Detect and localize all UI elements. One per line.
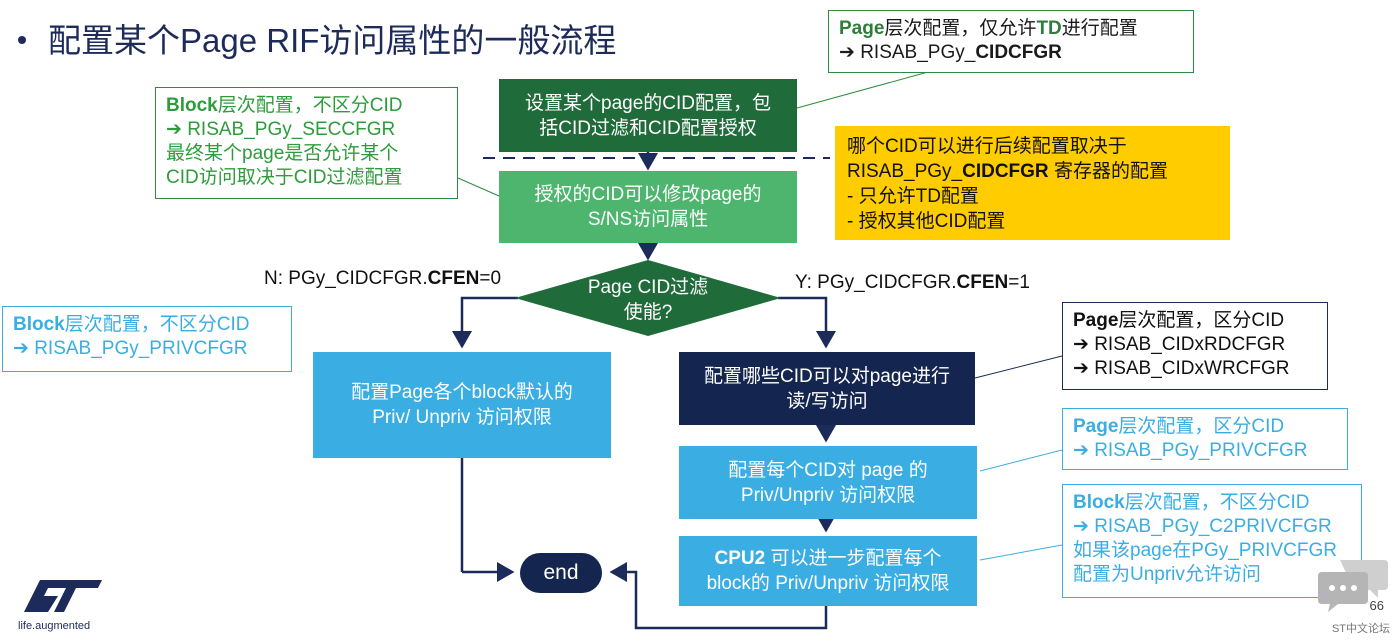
callout-line-dark xyxy=(974,355,1063,379)
decision-diamond xyxy=(515,260,781,336)
arrow-right3-end xyxy=(609,562,828,630)
end-node: end xyxy=(520,553,602,593)
callout-line-blue2 xyxy=(979,544,1063,561)
page-number: 66 xyxy=(1369,598,1384,613)
decision-label: Page CID过滤使能? xyxy=(587,277,709,323)
page-title: 配置某个Page RIF访问属性的一般流程 xyxy=(18,14,616,62)
tagline: life.augmented xyxy=(18,620,91,632)
forum-watermark: ST中文论坛 xyxy=(1331,623,1390,635)
note-cidcfgr-yellow: 哪个CID可以进行后续配置取决于 RISAB_PGy_CIDCFGR 寄存器的配… xyxy=(835,126,1230,240)
note-page-privcfgr: Page层次配置，区分CID ➔ RISAB_PGy_PRIVCFGR xyxy=(1062,408,1348,470)
note-block-c2privcfgr: Block层次配置，不区分CID ➔ RISAB_PGy_C2PRIVCFGR … xyxy=(1062,484,1362,598)
arrow-decision-right xyxy=(778,296,836,349)
forum-chat-icon xyxy=(1318,560,1388,612)
note-block-privcfgr: Block层次配置，不区分CID ➔ RISAB_PGy_PRIVCFGR xyxy=(2,306,292,372)
callout-line-topright xyxy=(796,71,929,109)
branch-yes-label: Y: PGy_CIDCFGR.CFEN=1 xyxy=(795,272,1030,293)
callout-line-blue1 xyxy=(979,449,1063,472)
note-page-td-config: Page层次配置，仅允许TD进行配置 ➔ RISAB_PGy_CIDCFGR xyxy=(828,10,1194,73)
st-logo-icon xyxy=(24,580,102,612)
note-block-seccfgr: Block层次配置，不区分CID ➔ RISAB_PGy_SECCFGR 最终某… xyxy=(155,87,458,199)
branch-no-label: N: PGy_CIDCFGR.CFEN=0 xyxy=(264,268,502,289)
step1-box: 设置某个page的CID配置，包括CID过滤和CID配置授权 xyxy=(499,79,797,152)
note-page-rdwr-cfgr: Page层次配置，区分CID ➔ RISAB_CIDxRDCFGR ➔ RISA… xyxy=(1062,302,1328,390)
bullet-icon xyxy=(18,36,26,45)
arrow-decision-left xyxy=(452,296,518,349)
right-cid-rw-box: 配置哪些CID可以对page进行读/写访问 xyxy=(679,352,975,425)
callout-line-greenleft xyxy=(457,177,500,197)
